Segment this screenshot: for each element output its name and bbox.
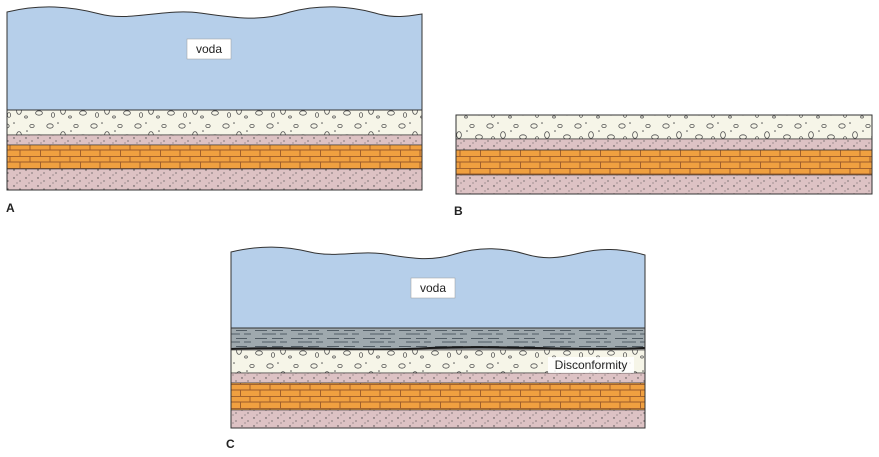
panel-a-sand-layer-upper (6, 134, 423, 146)
panel-a-water-label: voda (196, 42, 222, 56)
panel-a-water-label-box (186, 38, 232, 60)
panel-b-sand-layer-lower (455, 174, 873, 195)
panel-c-mud-layer (230, 327, 646, 350)
panel-a-label: A (6, 201, 15, 215)
panel-b: B (454, 114, 873, 218)
panel-c-disconformity-label: Disconformity (555, 358, 628, 372)
panel-c-limestone-layer (230, 382, 646, 411)
panel-c-sand-layer-lower (230, 409, 646, 429)
panel-c-sand-layer-upper (230, 372, 646, 384)
panel-a-gravel-layer (6, 109, 423, 136)
panel-a: voda A (6, 6, 423, 215)
panel-b-sand-layer-upper (455, 138, 873, 151)
panel-b-limestone-layer (455, 149, 873, 176)
panel-c: voda Disconformity C (226, 246, 646, 451)
panel-b-gravel-layer (455, 114, 873, 140)
panel-c-water-label: voda (420, 281, 446, 295)
panel-c-label: C (226, 437, 235, 451)
panel-c-water-label-box (410, 277, 456, 299)
panel-b-label: B (454, 204, 463, 218)
panel-c-disconformity-surface (230, 346, 646, 351)
panel-a-sand-layer-lower (6, 168, 423, 191)
panel-c-annotation-box (548, 357, 634, 373)
panel-a-limestone-layer (6, 144, 423, 170)
